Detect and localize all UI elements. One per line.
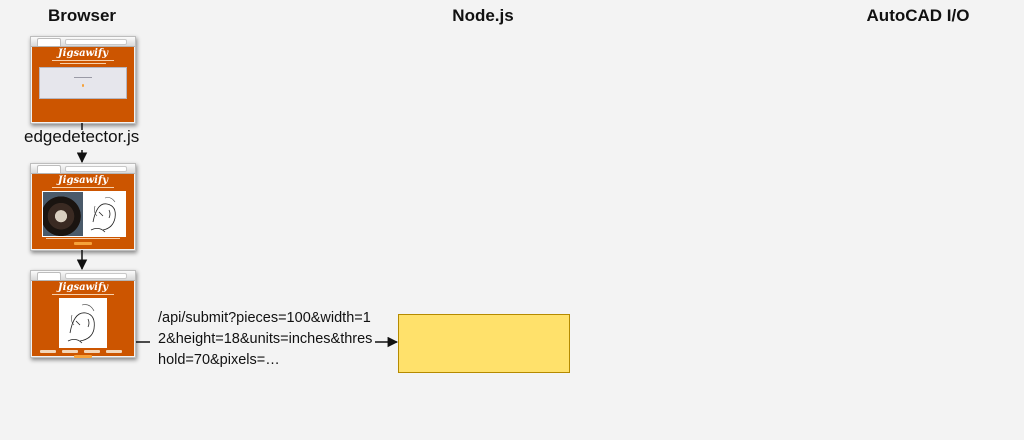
nodejs-target-box: [398, 314, 570, 373]
request-url-label: /api/submit?pieces=100&width=12&height=1…: [158, 310, 373, 368]
browser-chrome: [31, 271, 135, 281]
jigsawify-logo: Jigsawify: [57, 282, 109, 293]
edge-image: [59, 298, 107, 348]
column-header-nodejs: Node.js: [452, 6, 514, 25]
photo-image: [42, 191, 84, 237]
page-content: Jigsawify: [32, 281, 134, 358]
jigsawify-logo: Jigsawify: [57, 175, 109, 186]
edge-image: [84, 191, 126, 237]
browser-chrome: [31, 164, 135, 174]
page-content: Jigsawify: [32, 47, 134, 122]
submit-button: [74, 355, 92, 358]
upload-panel: [39, 67, 127, 99]
step-label-edgedetector: edgedetector.js: [24, 127, 140, 146]
page-content: Jigsawify: [32, 174, 134, 249]
continue-button: [74, 242, 92, 245]
jigsawify-logo: Jigsawify: [57, 48, 109, 59]
submit-screen-thumbnail: Jigsawify: [30, 270, 136, 358]
column-header-browser: Browser: [47, 6, 117, 25]
upload-button: [82, 84, 84, 87]
column-header-autocad: AutoCAD I/O: [866, 6, 970, 25]
edge-detection-screen-thumbnail: Jigsawify: [30, 163, 136, 251]
upload-screen-thumbnail: Jigsawify: [30, 36, 136, 124]
browser-chrome: [31, 37, 135, 47]
